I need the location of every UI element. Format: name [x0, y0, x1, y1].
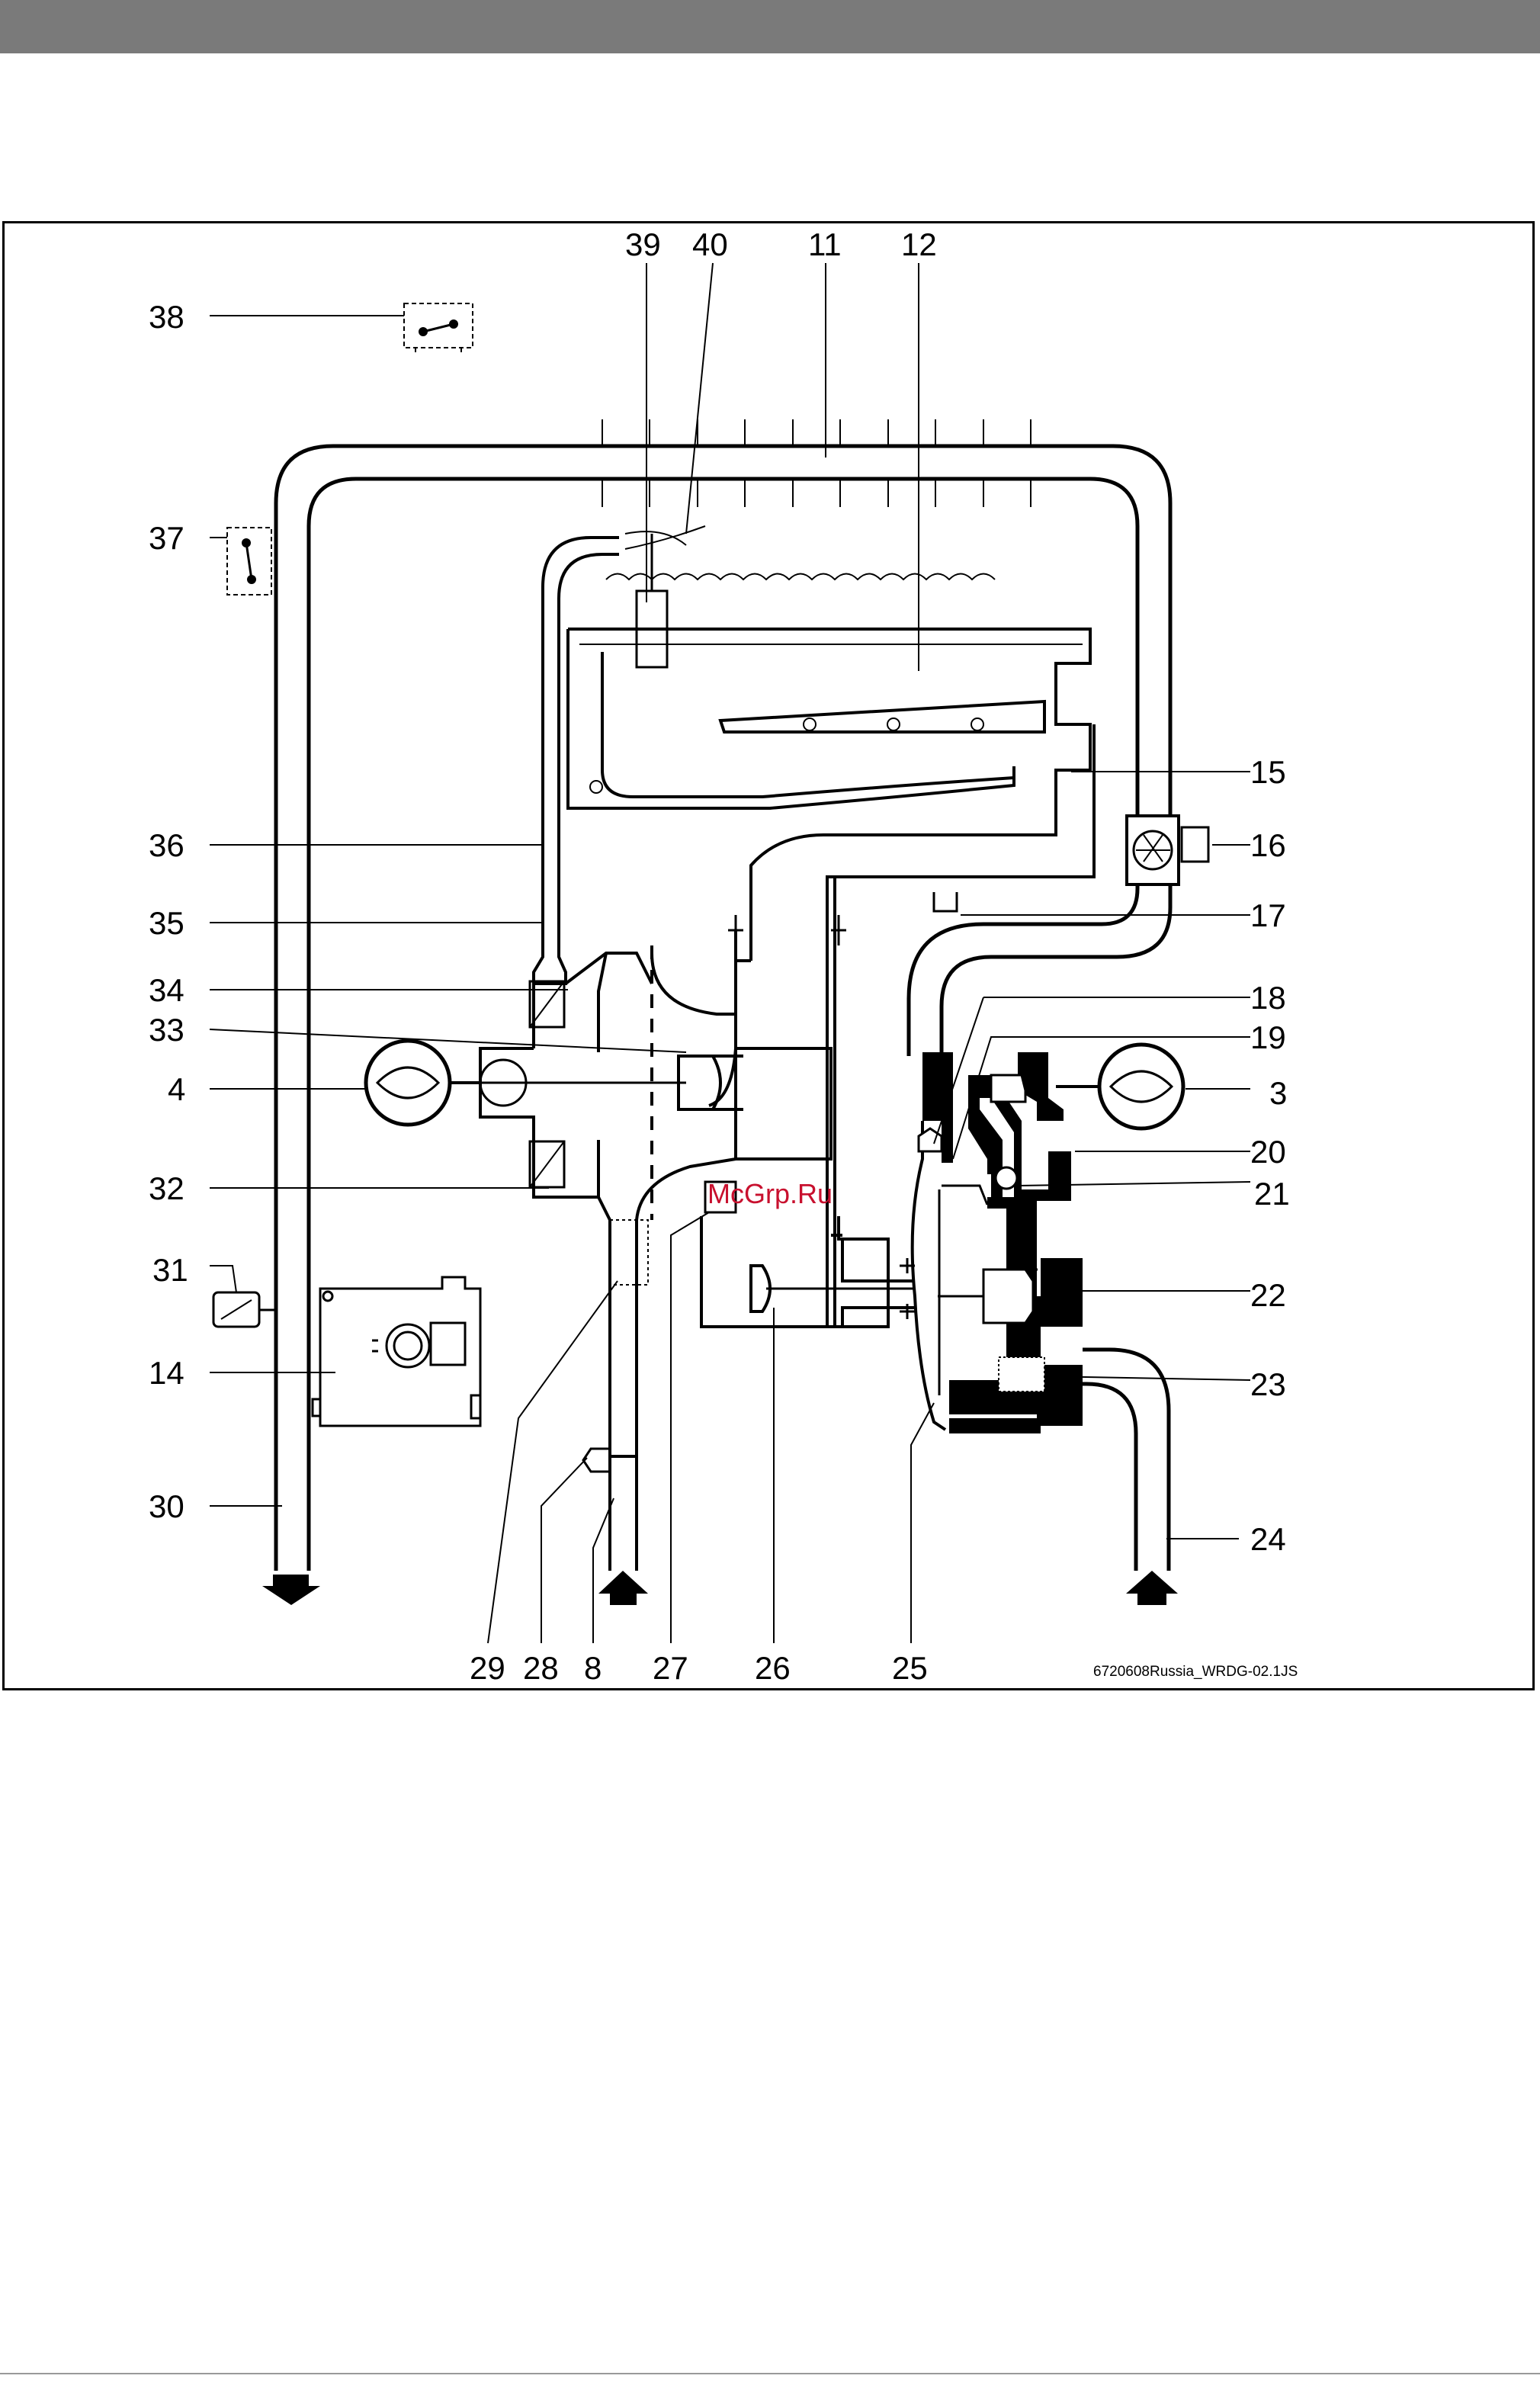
heat-exchanger-fins [602, 419, 1031, 507]
label-17: 17 [1250, 897, 1286, 933]
label-36: 36 [149, 827, 184, 863]
label-27: 27 [653, 1650, 688, 1686]
sensor-17 [934, 892, 957, 911]
leader-lines [210, 263, 1250, 1643]
label-33: 33 [149, 1012, 184, 1048]
label-34: 34 [149, 972, 184, 1008]
gas-inlet-pipe [610, 1456, 637, 1571]
label-8: 8 [584, 1650, 602, 1686]
burner-hole [971, 718, 983, 730]
water-filter-23 [999, 1357, 1044, 1392]
switch-38 [404, 303, 473, 352]
flow-sensor-16 [1127, 816, 1208, 884]
label-20: 20 [1250, 1134, 1286, 1170]
label-37: 37 [149, 520, 184, 556]
water-inlet-arrow [1126, 1571, 1178, 1605]
burner-hole [590, 781, 602, 793]
gas-inlet-arrow [598, 1571, 648, 1605]
burner [568, 629, 1090, 961]
label-3: 3 [1269, 1075, 1287, 1111]
label-11: 11 [808, 226, 842, 262]
label-21: 21 [1254, 1176, 1290, 1212]
label-14: 14 [149, 1355, 184, 1391]
label-40: 40 [692, 226, 728, 262]
label-15: 15 [1250, 754, 1286, 790]
filter-29 [610, 1220, 648, 1285]
burner-hole [887, 718, 900, 730]
label-38: 38 [149, 299, 184, 335]
label-32: 32 [149, 1170, 184, 1206]
valve-21 [996, 1167, 1017, 1189]
watermark: McGrp.Ru [707, 1178, 833, 1209]
label-18: 18 [1250, 980, 1286, 1016]
label-39: 39 [625, 226, 661, 262]
label-23: 23 [1250, 1366, 1286, 1402]
control-unit-14 [313, 1277, 480, 1426]
label-35: 35 [149, 905, 184, 941]
adjust-screw [991, 1075, 1025, 1102]
burner-hole [804, 718, 816, 730]
label-16: 16 [1250, 827, 1286, 863]
switch-37 [227, 528, 271, 595]
gas-valve-left [480, 938, 736, 1456]
label-12: 12 [901, 226, 937, 262]
label-22: 22 [1250, 1277, 1286, 1313]
sensor-31 [213, 1292, 276, 1327]
water-knob-3[interactable] [1056, 1045, 1183, 1128]
label-29: 29 [470, 1650, 505, 1686]
label-30: 30 [149, 1488, 184, 1524]
label-31: 31 [152, 1252, 188, 1288]
label-25: 25 [892, 1650, 928, 1686]
label-28: 28 [523, 1650, 559, 1686]
cold-water-pipe [1083, 1350, 1169, 1571]
test-nipple-28 [583, 1449, 610, 1472]
outlet-arrow [262, 1575, 320, 1605]
label-26: 26 [755, 1650, 791, 1686]
label-19: 19 [1250, 1019, 1286, 1055]
drawing-code: 6720608Russia_WRDG-02.1JS [1093, 1664, 1298, 1680]
burner-flames [606, 574, 995, 580]
label-24: 24 [1250, 1521, 1286, 1557]
label-4: 4 [168, 1071, 185, 1107]
